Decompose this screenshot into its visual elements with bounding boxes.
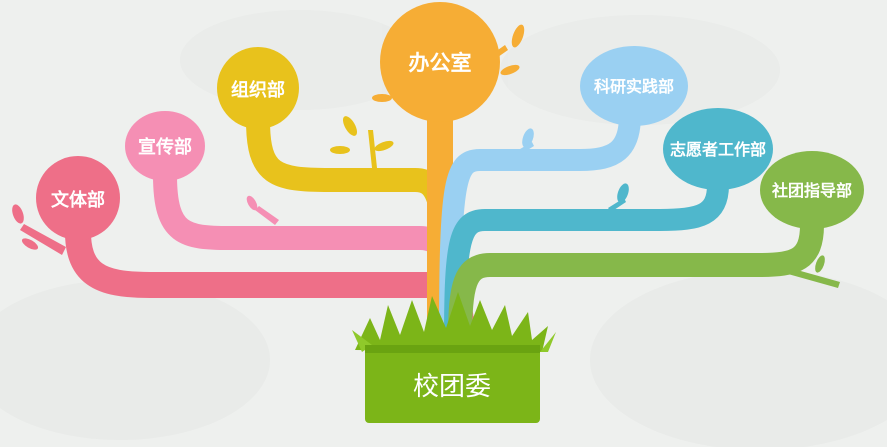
twig-green bbox=[788, 255, 840, 288]
twig-lightblue bbox=[515, 128, 534, 156]
node-label-wenti: 文体部 bbox=[51, 189, 105, 211]
node-label-keyan: 科研实践部 bbox=[594, 77, 674, 96]
node-shetuan: 社团指导部 bbox=[760, 151, 864, 229]
root-label: 校团委 bbox=[413, 372, 491, 402]
node-keyan: 科研实践部 bbox=[580, 46, 688, 126]
node-wenti: 文体部 bbox=[36, 156, 120, 240]
twig-pink bbox=[246, 195, 279, 225]
twig-teal bbox=[608, 183, 629, 212]
root-node: 校团委 bbox=[365, 345, 540, 423]
twig-left bbox=[12, 204, 66, 255]
node-zuzhi: 组织部 bbox=[217, 47, 299, 129]
node-zhiyuan: 志愿者工作部 bbox=[663, 108, 773, 190]
node-label-zuzhi: 组织部 bbox=[231, 79, 285, 101]
node-xuanchuan: 宣传部 bbox=[125, 111, 205, 181]
branch-shetuan bbox=[448, 213, 824, 352]
twig-yellow bbox=[330, 116, 394, 168]
node-label-xuanchuan: 宣传部 bbox=[138, 136, 192, 158]
node-label-zhiyuan: 志愿者工作部 bbox=[670, 140, 766, 159]
node-label-bangong: 办公室 bbox=[409, 51, 472, 75]
node-label-shetuan: 社团指导部 bbox=[771, 181, 852, 200]
node-bangong: 办公室 bbox=[380, 2, 500, 122]
